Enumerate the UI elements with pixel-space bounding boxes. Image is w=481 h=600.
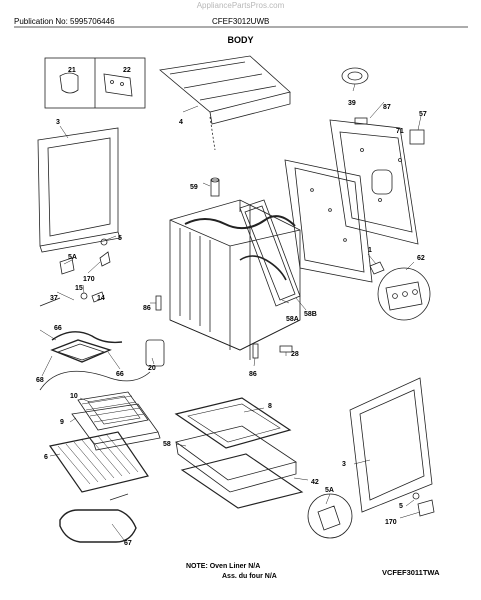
callout-62: 62 xyxy=(417,255,425,262)
part-37-15-14 xyxy=(39,291,105,307)
callout-66-lower: 66 xyxy=(116,371,124,378)
part-8-58-42-drawer xyxy=(174,397,304,509)
part-6-oven-rack xyxy=(48,431,149,493)
callout-87: 87 xyxy=(383,104,391,111)
callout-57: 57 xyxy=(419,111,427,118)
part-66-bake-element xyxy=(50,331,123,363)
callout-9: 9 xyxy=(60,419,64,426)
callout-66-upper: 66 xyxy=(54,325,62,332)
callout-21: 21 xyxy=(68,67,76,74)
callout-4: 4 xyxy=(179,119,183,126)
part-9-pan xyxy=(71,403,161,451)
callout-170-right: 170 xyxy=(385,519,397,526)
callout-10: 10 xyxy=(70,393,78,400)
part-67-broil-element xyxy=(59,493,137,543)
part-59-post xyxy=(210,177,220,197)
callout-1: 1 xyxy=(368,247,372,254)
callout-68: 68 xyxy=(36,377,44,384)
callout-5-right: 5 xyxy=(399,503,403,510)
callout-28: 28 xyxy=(291,351,299,358)
part-39-grommet xyxy=(341,67,369,85)
callout-86-lower: 86 xyxy=(249,371,257,378)
callout-5a: 5A xyxy=(68,254,77,261)
part-5-5a-170-hinge-left xyxy=(59,238,111,275)
callout-37: 37 xyxy=(50,295,58,302)
leader-lines xyxy=(39,83,422,541)
part-10-broil-pan xyxy=(77,391,149,431)
callout-71: 71 xyxy=(396,128,404,135)
part-58-side-insulation xyxy=(239,199,301,307)
callout-86-upper: 86 xyxy=(143,305,151,312)
publication-number: Publication No: 5995706446 xyxy=(14,17,115,26)
model-number: CFEF3012UWB xyxy=(212,17,270,26)
callout-6: 6 xyxy=(44,454,48,461)
rear-plate xyxy=(284,159,373,283)
callout-20: 20 xyxy=(148,365,156,372)
part-20-cover xyxy=(145,339,165,367)
callout-39: 39 xyxy=(348,100,356,107)
note-line-1: NOTE: Oven Liner N/A xyxy=(186,563,261,570)
callout-58a: 58A xyxy=(286,316,299,323)
note-line-2: Ass. du four N/A xyxy=(222,573,277,580)
callout-67: 67 xyxy=(124,540,132,547)
callout-22: 22 xyxy=(123,67,131,74)
callout-58: 58 xyxy=(163,441,171,448)
part-21-22-box xyxy=(44,57,146,109)
part-71-back-panel xyxy=(329,117,425,245)
section-title: BODY xyxy=(227,35,254,45)
callout-8: 8 xyxy=(268,403,272,410)
callout-3: 3 xyxy=(56,119,60,126)
drawing-code: VCFEF3011TWA xyxy=(382,568,440,577)
part-62-terminal-block xyxy=(369,261,431,321)
callout-58b: 58B xyxy=(304,311,317,318)
oven-body xyxy=(169,199,301,360)
callout-170: 170 xyxy=(83,276,95,283)
part-3-door-right xyxy=(349,377,433,513)
callout-5: 5 xyxy=(118,235,122,242)
callout-5a-right: 5A xyxy=(325,487,334,494)
watermark: AppliancePartsPros.com xyxy=(196,1,285,10)
callout-3-right: 3 xyxy=(342,461,346,468)
callout-42: 42 xyxy=(311,479,319,486)
callout-15: 15 xyxy=(75,285,83,292)
part-3-door-left xyxy=(37,127,121,253)
part-68-wire xyxy=(39,370,151,391)
callout-59: 59 xyxy=(190,184,198,191)
part-4-top xyxy=(159,55,291,151)
callout-14: 14 xyxy=(97,295,105,302)
